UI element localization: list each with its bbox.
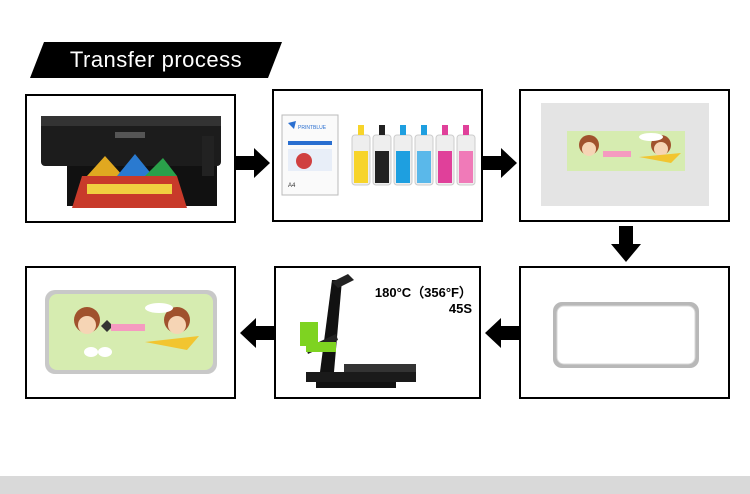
step-heat-press-box: 180°C（356°F） 45S (274, 266, 481, 399)
ink-bottle (372, 125, 392, 186)
paper-size-label: A4 (288, 183, 296, 189)
paper-ink-illustration: PRINTBLUE A4 (281, 114, 476, 196)
printer-illustration (41, 116, 221, 208)
ink-bottle (435, 125, 455, 186)
title-banner: Transfer process (30, 42, 282, 78)
blank-plate-illustration (553, 302, 699, 368)
arrow-right-1 (236, 148, 272, 183)
step-printer-box (25, 94, 236, 223)
arrow-left-1 (238, 318, 274, 353)
ink-bottle (456, 125, 476, 186)
step-printed-sheet-box (519, 89, 730, 222)
footer-bar (0, 476, 750, 494)
arrow-right-2 (483, 148, 519, 183)
step-blank-plate-box (519, 266, 730, 399)
press-time: 45S (448, 301, 472, 316)
ink-bottles (351, 125, 476, 186)
step-finished-plate-box (25, 266, 236, 399)
paper-brand-label: PRINTBLUE (298, 125, 327, 131)
step-paper-ink-box: PRINTBLUE A4 (272, 89, 483, 222)
ink-bottle (414, 125, 434, 186)
printed-sheet-illustration (541, 103, 709, 206)
press-temperature: 180°C（356°F） (374, 285, 472, 300)
arrow-down (611, 226, 641, 269)
finished-plate-illustration (45, 290, 217, 374)
heat-press-illustration (300, 274, 416, 388)
ink-bottle (393, 125, 413, 186)
ink-bottle (351, 125, 371, 186)
page-title: Transfer process (69, 47, 243, 72)
arrow-left-2 (483, 318, 519, 353)
